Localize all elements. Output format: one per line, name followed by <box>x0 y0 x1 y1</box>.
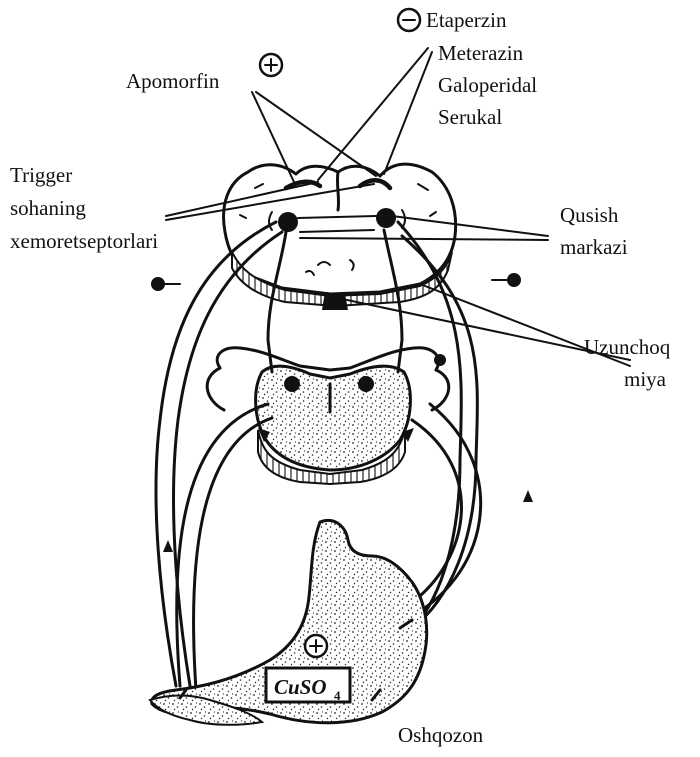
trigger-line-1: Trigger <box>10 163 72 187</box>
ganglion-left <box>151 277 165 291</box>
cuso4-label: CuSO <box>274 675 327 699</box>
vomiting-center-left <box>278 212 298 232</box>
antagonist-1: Etaperzin <box>426 8 507 32</box>
medulla-section <box>224 164 456 310</box>
ganglion-right <box>507 273 521 287</box>
uzunchoq-line-2: miya <box>624 367 667 391</box>
antagonist-4: Serukal <box>438 105 502 129</box>
uzunchoq-line-1: Uzunchoq <box>584 335 671 359</box>
antagonist-2: Meterazin <box>438 41 524 65</box>
vomiting-center-right <box>376 208 396 228</box>
trigger-line-2: sohaning <box>10 196 86 220</box>
antagonist-3: Galoperidal <box>438 73 537 97</box>
qusish-line-1: Qusish <box>560 203 619 227</box>
qusish-line-2: markazi <box>560 235 628 259</box>
cuso4-subscript: 4 <box>334 688 341 703</box>
stomach: CuSO 4 <box>150 520 427 724</box>
oshqozon-label: Oshqozon <box>398 723 484 747</box>
trigger-line-3: xemoretseptorlari <box>10 229 158 253</box>
apomorfin-label: Apomorfin <box>126 69 220 93</box>
